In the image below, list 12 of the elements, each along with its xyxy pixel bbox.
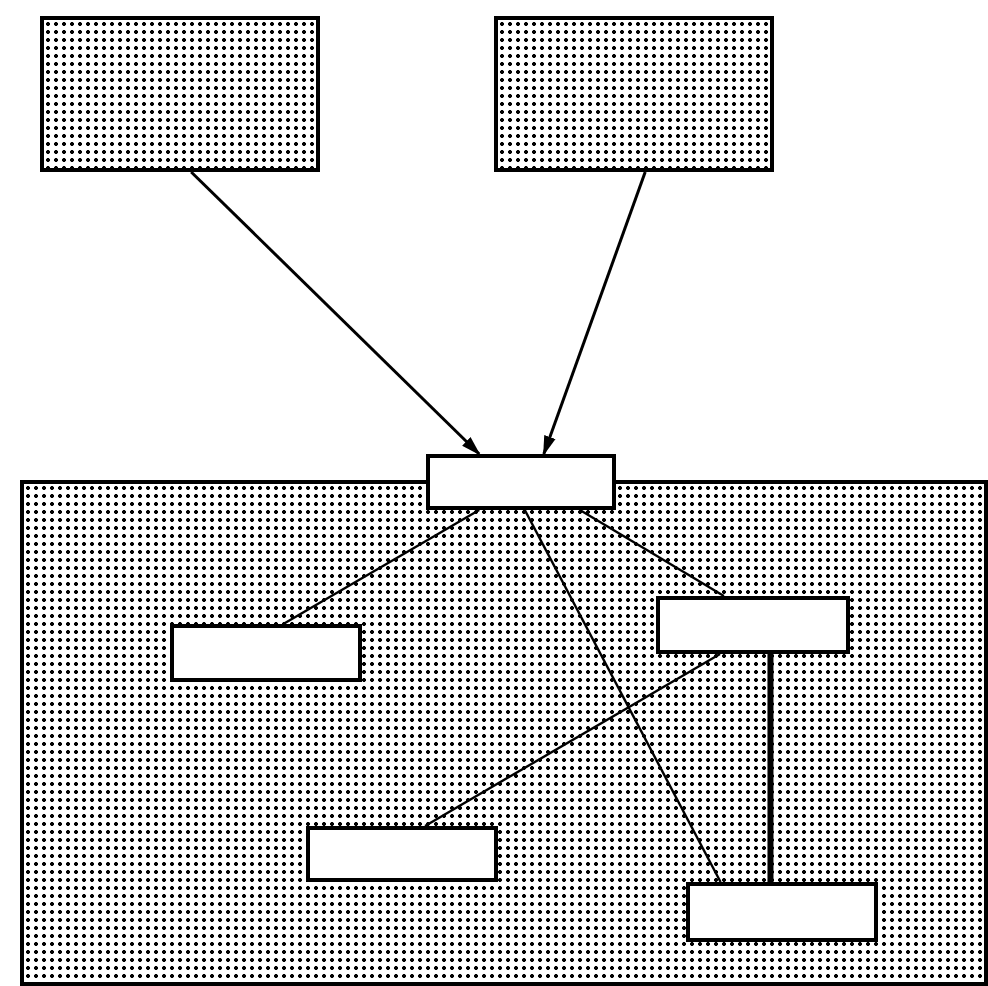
plain-box: [170, 624, 362, 682]
stippled-box: [494, 16, 774, 172]
connector-line: [767, 654, 774, 882]
arrow: [542, 171, 647, 456]
connector-line: [523, 509, 722, 883]
plain-box: [686, 882, 878, 942]
plain-box: [426, 454, 616, 510]
stippled-box: [20, 480, 988, 986]
stippled-box: [40, 16, 320, 172]
plain-box: [306, 826, 498, 882]
arrow: [190, 170, 481, 456]
plain-box: [656, 596, 850, 654]
